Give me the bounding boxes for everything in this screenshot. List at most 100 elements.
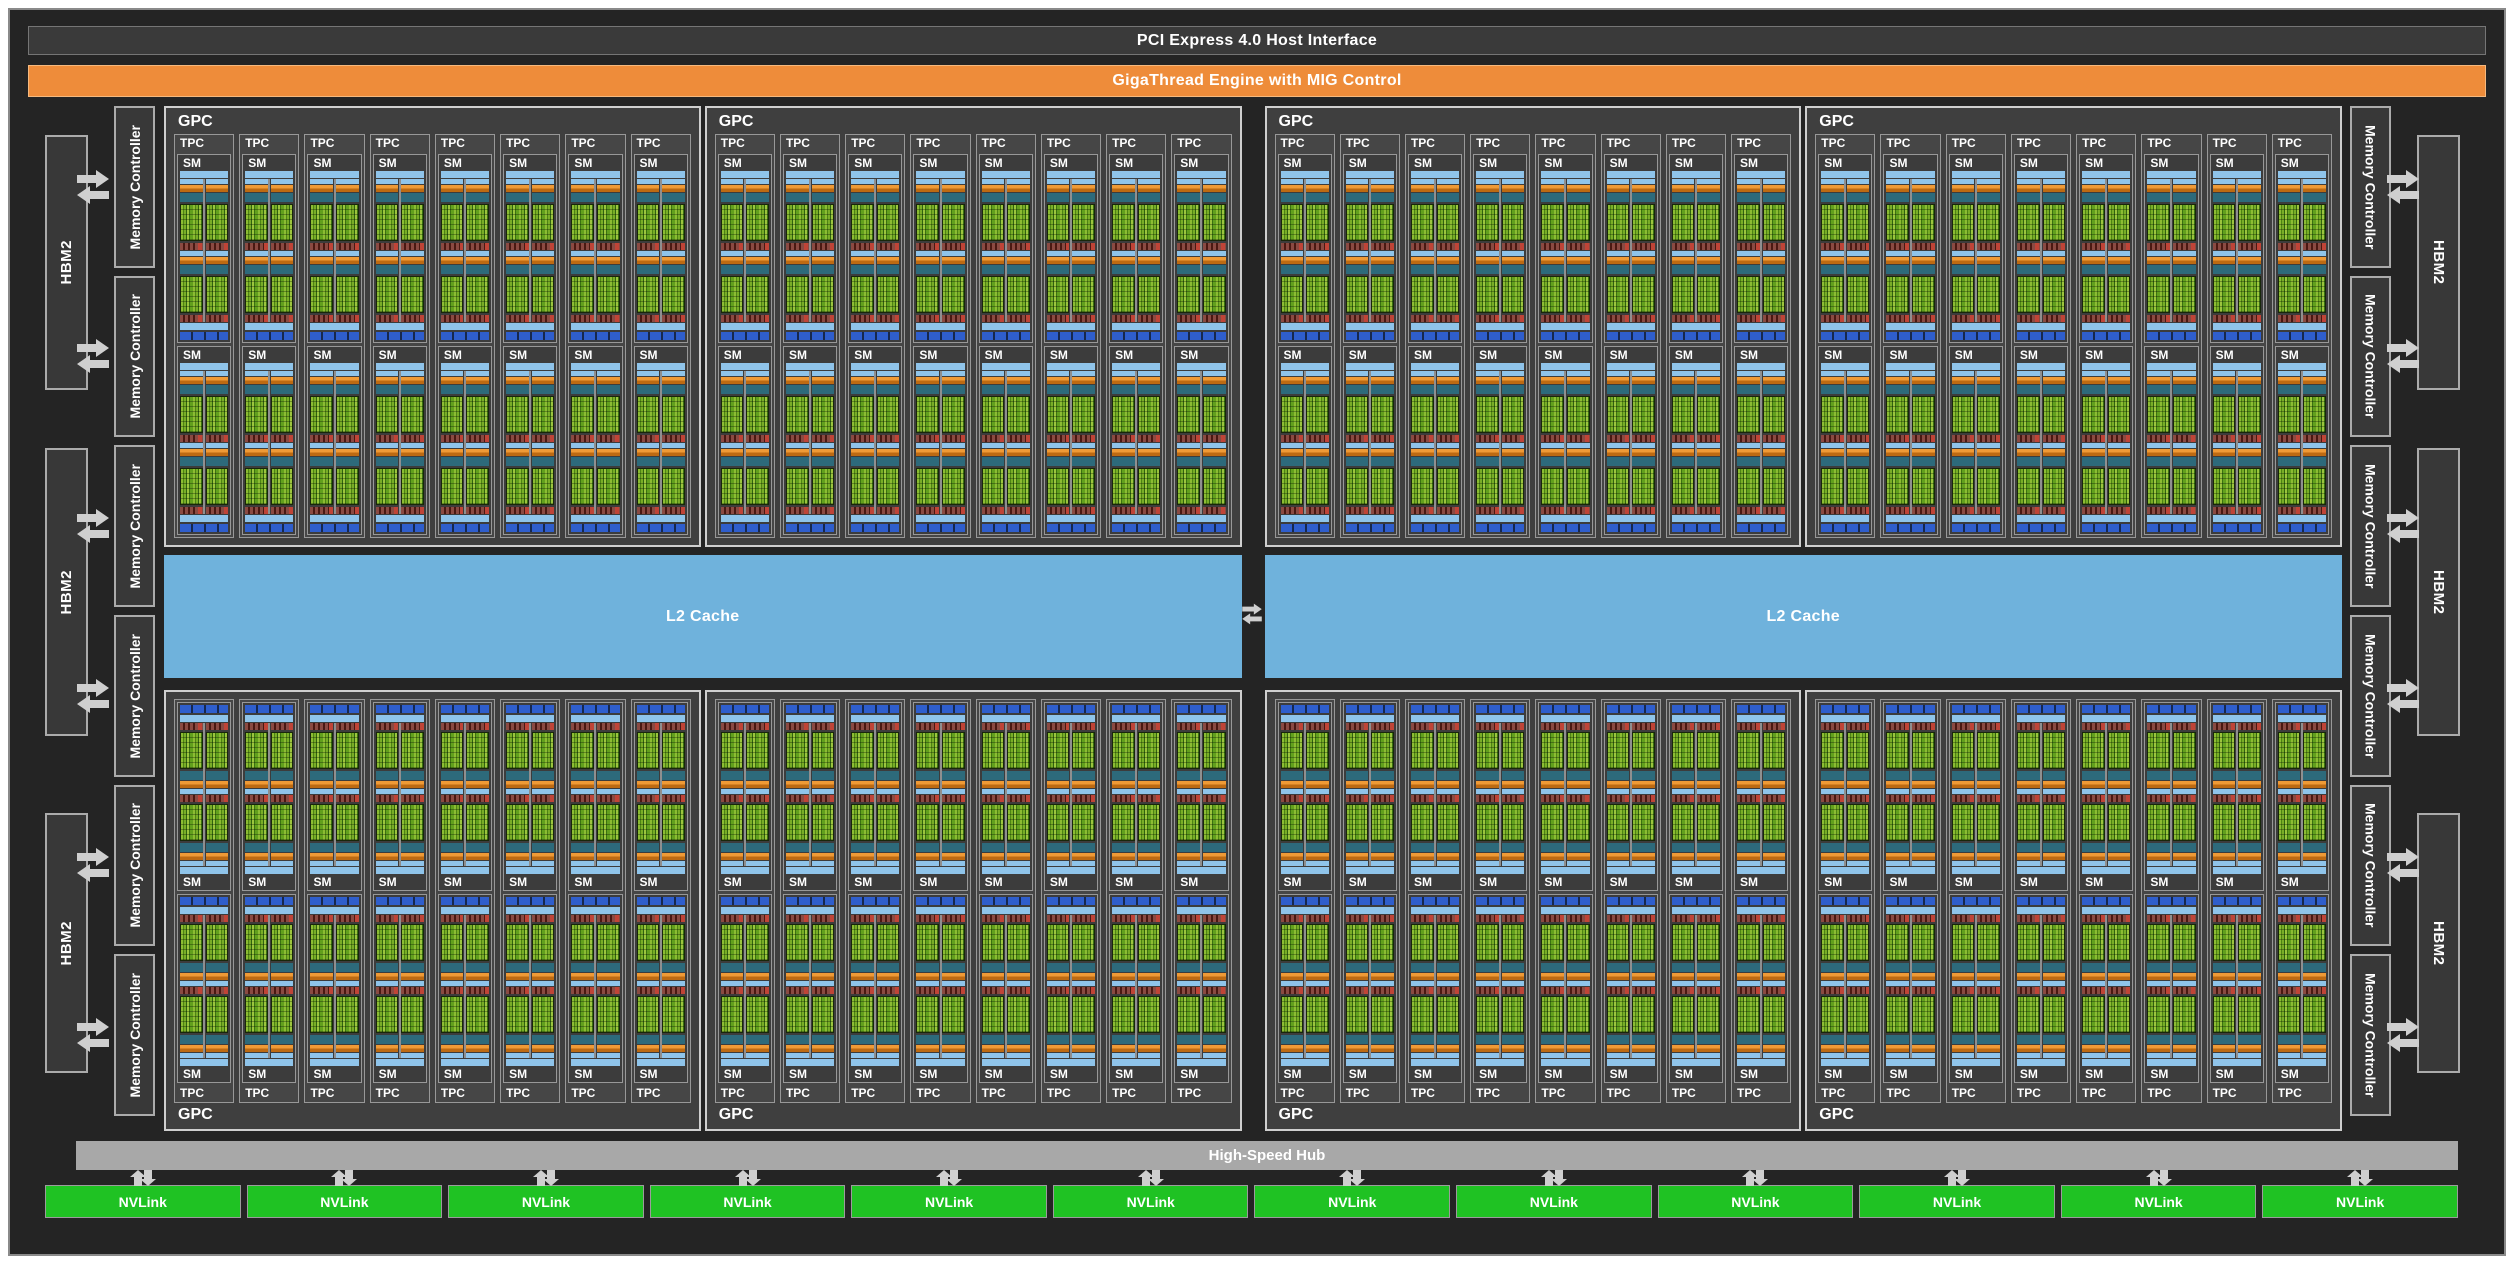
sm-label: SM <box>1281 875 1329 889</box>
core-grid <box>206 276 229 313</box>
tex-units-bar <box>2017 332 2065 340</box>
l1-data-cache-bar <box>1737 907 1785 914</box>
tpc-block: TPCSMSM <box>565 699 625 1103</box>
l1-data-cache-bar <box>571 323 619 330</box>
sm-processing-half <box>1541 915 1564 1058</box>
register-file-bar <box>1821 771 1844 780</box>
tpc-label: TPC <box>177 136 231 151</box>
tpc-block: TPCSMSM <box>1340 134 1400 538</box>
l1-data-cache-bar <box>1281 323 1329 330</box>
core-grid <box>2278 804 2301 841</box>
ldst-sfu-row <box>1672 987 1695 994</box>
sm-halves <box>1607 371 1655 514</box>
register-file-bar <box>271 963 294 972</box>
core-grid <box>401 396 424 433</box>
register-file-bar <box>401 457 424 466</box>
ldst-sfu-row <box>180 315 203 322</box>
sm-processing-half <box>1306 915 1329 1058</box>
sm-block: SM <box>1538 346 1592 535</box>
sm-halves <box>2213 723 2261 866</box>
ldst-sfu-row <box>1697 243 1720 250</box>
core-grid <box>1737 804 1760 841</box>
sm-block: SM <box>848 346 902 535</box>
sm-label: SM <box>2213 156 2261 170</box>
core-grid <box>2303 924 2326 961</box>
tex-units-bar <box>180 705 228 713</box>
ldst-sfu-row <box>1007 723 1030 730</box>
register-file-bar <box>2082 265 2105 274</box>
l1-data-cache-bar <box>2213 323 2261 330</box>
register-file-bar <box>376 843 399 852</box>
l1-data-cache-bar <box>982 515 1030 522</box>
core-grid <box>206 468 229 505</box>
core-grid <box>180 396 203 433</box>
register-file-bar <box>401 265 424 274</box>
core-grid <box>1672 924 1695 961</box>
tpc-row: TPCSMSMTPCSMSMTPCSMSMTPCSMSMTPCSMSMTPCSM… <box>174 134 691 538</box>
l0-cache-bar <box>2303 861 2326 866</box>
sm-halves <box>245 179 293 322</box>
sm-block: SM <box>1473 702 1527 891</box>
tex-units-bar <box>376 897 424 905</box>
l0-cache-bar <box>1112 861 1135 866</box>
sm-halves <box>2278 915 2326 1058</box>
l0-cache-bar <box>2043 789 2066 794</box>
l0-cache-bar <box>2082 861 2105 866</box>
core-grid <box>851 396 874 433</box>
sm-block: SM <box>1174 702 1228 891</box>
sm-processing-half <box>851 723 874 866</box>
core-grid <box>1346 804 1369 841</box>
ldst-sfu-row <box>2278 987 2301 994</box>
sm-processing-half <box>1346 723 1369 866</box>
register-file-bar <box>1476 963 1499 972</box>
ldst-sfu-row <box>1977 987 2000 994</box>
ldst-sfu-row <box>401 435 424 442</box>
tex-units-bar <box>786 524 834 532</box>
core-grid <box>506 996 529 1033</box>
ldst-sfu-row <box>1697 915 1720 922</box>
register-file-bar <box>1672 771 1695 780</box>
ldst-sfu-row <box>1697 315 1720 322</box>
core-grid <box>401 468 424 505</box>
core-grid <box>1697 804 1720 841</box>
core-grid <box>2173 924 2196 961</box>
core-grid <box>662 732 685 769</box>
register-file-bar <box>1952 843 1975 852</box>
core-grid <box>1541 396 1564 433</box>
core-grid <box>1502 468 1525 505</box>
ldst-sfu-row <box>206 435 229 442</box>
l1-instruction-cache-bar <box>916 171 964 178</box>
ldst-sfu-row <box>310 987 333 994</box>
register-file-bar <box>1697 771 1720 780</box>
ldst-sfu-row <box>2043 435 2066 442</box>
warp-scheduler-bar <box>206 185 229 192</box>
l0-cache-bar <box>746 251 769 256</box>
ldst-sfu-row <box>2017 435 2040 442</box>
sm-block: SM <box>2210 702 2264 891</box>
tex-units-bar <box>310 524 358 532</box>
core-grid <box>1281 924 1304 961</box>
register-file-bar <box>1632 265 1655 274</box>
warp-scheduler-bar <box>746 449 769 456</box>
ldst-sfu-row <box>1306 315 1329 322</box>
warp-scheduler-bar <box>1007 853 1030 860</box>
warp-scheduler-bar <box>506 853 529 860</box>
l1-data-cache-bar <box>1541 907 1589 914</box>
ldst-sfu-row <box>942 315 965 322</box>
l0-cache-bar <box>571 251 594 256</box>
register-file-bar <box>1112 843 1135 852</box>
ldst-sfu-row <box>1607 795 1630 802</box>
warp-scheduler-bar <box>1737 449 1760 456</box>
core-grid <box>1047 996 1070 1033</box>
l1-data-cache-bar <box>1886 323 1934 330</box>
warp-scheduler-bar <box>376 973 399 980</box>
register-file-bar <box>786 457 809 466</box>
warp-scheduler-bar <box>1411 853 1434 860</box>
l0-cache-bar <box>1072 251 1095 256</box>
ldst-sfu-row <box>2108 795 2131 802</box>
tpc-row: TPCSMSMTPCSMSMTPCSMSMTPCSMSMTPCSMSMTPCSM… <box>1815 134 2332 538</box>
l0-cache-bar <box>1306 861 1329 866</box>
core-grid <box>310 468 333 505</box>
ldst-sfu-row <box>1203 435 1226 442</box>
warp-scheduler-bar <box>571 853 594 860</box>
